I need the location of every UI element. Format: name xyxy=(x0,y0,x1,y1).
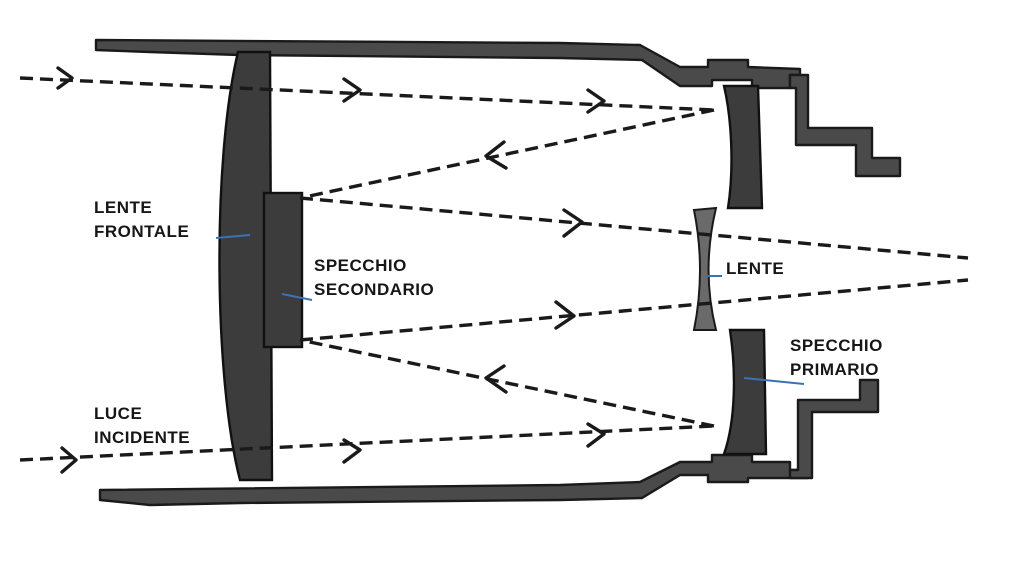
incident-light-label: LUCE INCIDENTE xyxy=(94,402,190,450)
primary-mirror-label: SPECCHIO PRIMARIO xyxy=(790,334,883,382)
secondary-mirror-label: SPECCHIO SECONDARIO xyxy=(314,254,434,302)
ray-arrows xyxy=(56,66,606,474)
primary-mirror-label-line1: SPECCHIO xyxy=(790,336,883,355)
front-lens-label-line2: FRONTALE xyxy=(94,222,190,241)
secondary-lens xyxy=(692,206,718,331)
rear-cell-lower xyxy=(788,378,880,480)
light-rays xyxy=(19,76,969,462)
rear-cell-upper xyxy=(788,73,902,178)
lens-label-line1: LENTE xyxy=(726,259,785,278)
incident-light-label-line2: INCIDENTE xyxy=(94,428,191,447)
secondary-mirror-label-line2: SECONDARIO xyxy=(314,280,435,299)
secondary-mirror-label-line1: SPECCHIO xyxy=(314,256,407,275)
secondary-mirror xyxy=(262,191,304,349)
tube-bottom-wall xyxy=(98,453,810,507)
tube-top-wall xyxy=(94,38,802,90)
front-lens-label-line1: LENTE xyxy=(94,198,153,217)
front-corrector-lens xyxy=(218,50,274,482)
lens-label: LENTE xyxy=(726,257,784,281)
front-lens-label: LENTE FRONTALE xyxy=(94,196,189,244)
primary-mirror-upper xyxy=(722,84,764,210)
primary-mirror-label-line2: PRIMARIO xyxy=(790,360,879,379)
incident-light-label-line1: LUCE xyxy=(94,404,143,423)
label-leaders xyxy=(215,234,805,385)
primary-mirror-lower xyxy=(722,328,768,456)
